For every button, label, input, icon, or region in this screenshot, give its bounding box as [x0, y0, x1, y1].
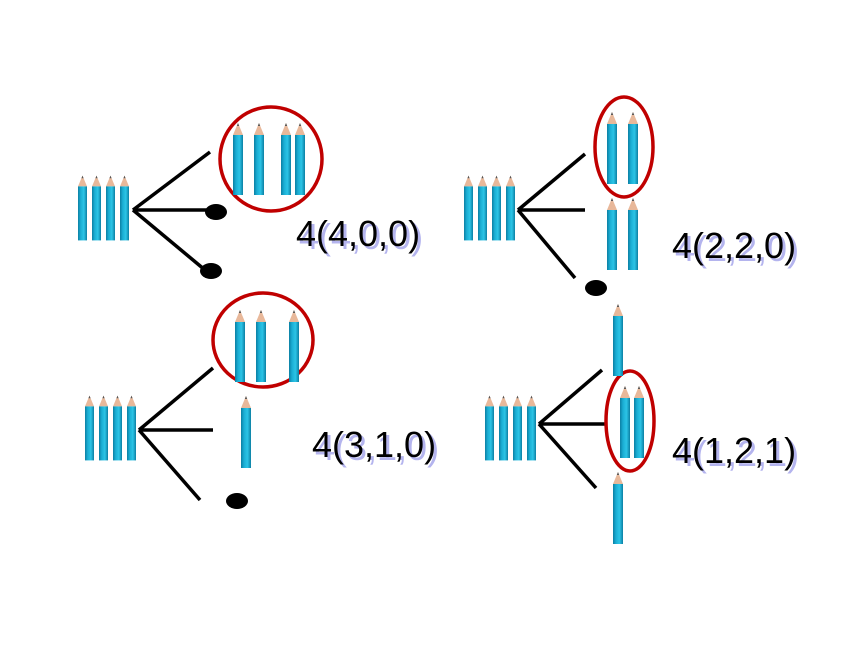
pencil-group-box-1 [235, 310, 299, 382]
selection-circle [218, 105, 324, 213]
pencil-icon [464, 175, 473, 241]
pencil-icon [281, 123, 291, 195]
distribution-label: 4(4,0,0) [296, 213, 421, 254]
pencil-icon [233, 123, 243, 195]
pencil-icon [628, 198, 638, 270]
pencil-group-source [78, 175, 129, 241]
selection-circle [211, 291, 315, 389]
diagram-4-2-2-0 [464, 95, 655, 296]
pencil-icon [613, 304, 623, 376]
selection-circle [604, 369, 656, 473]
pencil-icon [256, 310, 266, 382]
pencil-icon [620, 386, 630, 458]
pencil-icon [634, 386, 644, 458]
pencil-icon [607, 198, 617, 270]
pencil-group-box-1 [233, 123, 305, 195]
pencil-icon [92, 175, 101, 241]
pencil-icon [506, 175, 515, 241]
distribution-label: 4(2,2,0) [672, 225, 797, 266]
empty-box-dot-icon [585, 280, 607, 296]
pencil-icon [527, 395, 536, 461]
pencil-icon [513, 395, 522, 461]
pencil-icon [235, 310, 245, 382]
branch-lines [137, 366, 215, 502]
empty-box-dot-icon [205, 204, 227, 220]
empty-box-dot-icon [200, 263, 222, 279]
pencil-icon [485, 395, 494, 461]
branch-lines [131, 150, 212, 272]
pencil-group-box-3 [613, 472, 623, 544]
pencil-icon [127, 395, 136, 461]
empty-box-dot-icon [226, 493, 248, 509]
diagram-4-4-0-0 [78, 105, 324, 279]
pencil-group-box-1 [613, 304, 623, 376]
pencil-icon [492, 175, 501, 241]
pencil-group-box-2 [241, 396, 251, 468]
selection-circle [593, 95, 655, 199]
diagram-4-1-2-1 [485, 304, 656, 544]
pencil-icon [120, 175, 129, 241]
pencil-icon [85, 395, 94, 461]
pencil-icon [113, 395, 122, 461]
pencil-icon [78, 175, 87, 241]
pencil-icon [289, 310, 299, 382]
pencil-icon [499, 395, 508, 461]
pencil-icon [628, 112, 638, 184]
distribution-label: 4(1,2,1) [672, 430, 797, 471]
pencil-group-box-2 [607, 198, 638, 270]
pencil-group-box-1 [607, 112, 638, 184]
pencil-group-source [85, 395, 136, 461]
pencil-icon [613, 472, 623, 544]
pencil-icon [106, 175, 115, 241]
pencil-group-source [464, 175, 515, 241]
pencil-icon [295, 123, 305, 195]
pencil-icon [99, 395, 108, 461]
pencil-icon [478, 175, 487, 241]
branch-lines [516, 152, 587, 280]
pencil-group-source [485, 395, 536, 461]
pencil-icon [607, 112, 617, 184]
distribution-label: 4(3,1,0) [312, 424, 437, 465]
pencil-icon [254, 123, 264, 195]
diagram-4-3-1-0 [85, 291, 315, 509]
pencil-group-box-2 [620, 386, 644, 458]
branch-lines [537, 368, 606, 490]
pencil-icon [241, 396, 251, 468]
